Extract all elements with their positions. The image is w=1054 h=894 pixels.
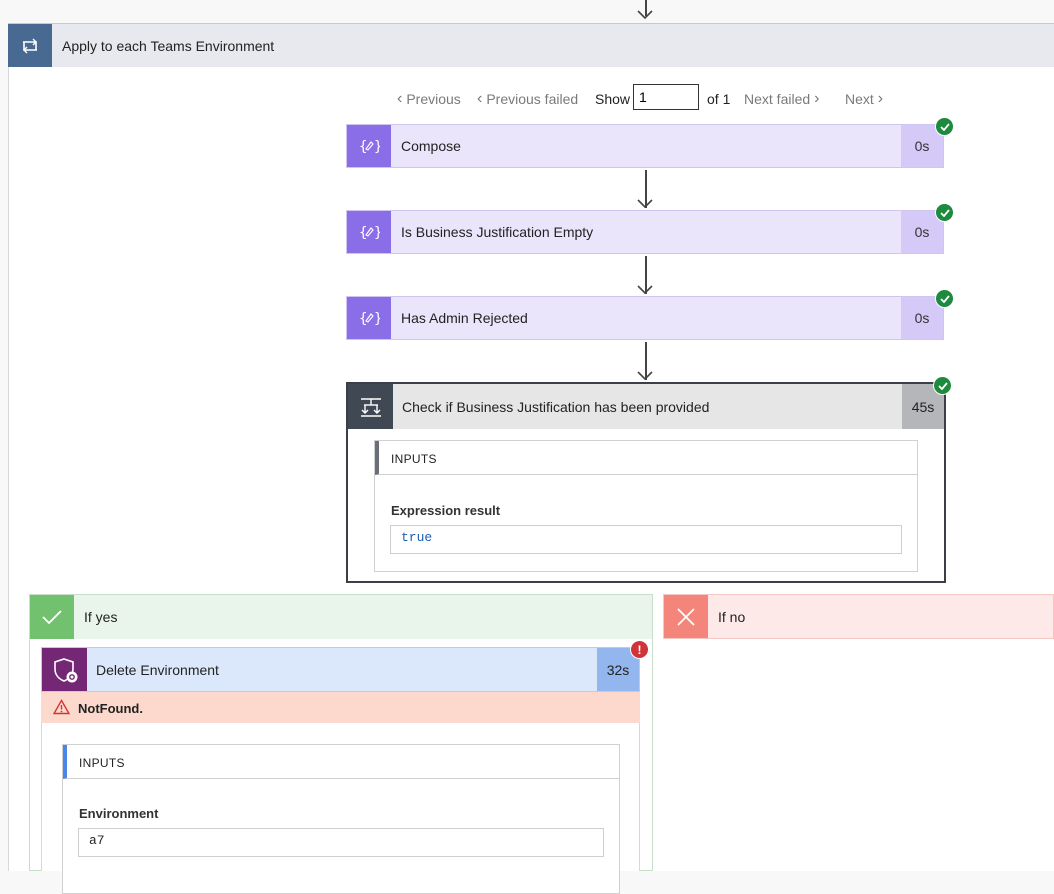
svg-text:{: { <box>359 139 367 155</box>
error-status-icon: ! <box>630 640 649 659</box>
delete-inputs-panel: INPUTS Environment a7 <box>62 744 620 894</box>
page-number-input[interactable] <box>633 84 699 110</box>
arrow-down-icon <box>637 285 653 295</box>
branch-if-no[interactable]: If no <box>663 594 1054 639</box>
condition-title: Check if Business Justification has been… <box>402 399 710 415</box>
error-banner: NotFound. <box>41 692 640 723</box>
action-has-admin-rejected[interactable]: {} Has Admin Rejected 0s <box>346 296 944 340</box>
chevron-right-icon: › <box>814 90 820 107</box>
expression-result-label: Expression result <box>391 503 501 518</box>
chevron-left-icon: ‹ <box>477 90 483 107</box>
pager-of-total: of 1 <box>707 86 730 112</box>
condition-header[interactable]: Check if Business Justification has been… <box>348 384 944 429</box>
connector <box>645 256 647 294</box>
pager-next[interactable]: Next › <box>845 86 887 112</box>
condition-inputs-panel: INPUTS Expression result true <box>374 440 918 572</box>
compose-icon: {} <box>347 125 391 167</box>
arrow-down-icon <box>637 199 653 209</box>
branch-yes-header[interactable]: If yes <box>30 595 652 639</box>
pager-previous-failed-label: Previous failed <box>486 91 579 107</box>
action-delete-environment[interactable]: Delete Environment 32s <box>41 647 640 692</box>
action-title: Compose <box>401 138 461 154</box>
svg-text:}: } <box>374 139 380 155</box>
inputs-header: INPUTS <box>63 745 619 779</box>
pager-show-text: Show <box>595 91 631 107</box>
pager-previous[interactable]: ‹ Previous <box>397 86 461 112</box>
connector <box>645 170 647 208</box>
svg-text:{: { <box>359 311 367 327</box>
pager-next-failed[interactable]: Next failed › <box>744 86 823 112</box>
chevron-left-icon: ‹ <box>397 90 403 107</box>
connector-top <box>645 0 647 16</box>
arrow-down-icon <box>637 10 653 20</box>
branch-yes-label: If yes <box>84 609 118 625</box>
warning-icon <box>53 699 70 715</box>
success-check-icon <box>935 117 954 136</box>
error-message: NotFound. <box>78 701 143 716</box>
loop-icon <box>8 24 52 68</box>
action-title: Has Admin Rejected <box>401 310 528 326</box>
condition-card[interactable]: Check if Business Justification has been… <box>346 382 946 583</box>
environment-value[interactable]: a7 <box>78 828 604 857</box>
expression-result-value[interactable]: true <box>390 525 902 554</box>
inputs-header: INPUTS <box>375 441 917 475</box>
admin-shield-icon <box>42 648 87 691</box>
chevron-right-icon: › <box>877 90 884 107</box>
action-title: Is Business Justification Empty <box>401 224 594 240</box>
pager-previous-failed[interactable]: ‹ Previous failed <box>477 86 578 112</box>
success-check-icon <box>935 289 954 308</box>
pager-show-label: Show <box>595 86 630 112</box>
svg-text:}: } <box>374 311 380 327</box>
connector <box>645 342 647 380</box>
success-check-icon <box>935 203 954 222</box>
pager-previous-label: Previous <box>406 91 461 107</box>
condition-icon <box>348 384 393 429</box>
success-check-icon <box>933 376 952 395</box>
branch-no-label: If no <box>718 609 746 625</box>
pager-next-failed-label: Next failed <box>744 91 811 107</box>
loop-title: Apply to each Teams Environment <box>62 38 275 54</box>
loop-header[interactable]: Apply to each Teams Environment <box>8 23 1054 68</box>
pager-of-total-text: of 1 <box>707 91 731 107</box>
pager-next-label: Next <box>845 91 874 107</box>
arrow-down-icon <box>637 371 653 381</box>
svg-text:}: } <box>374 225 380 241</box>
compose-icon: {} <box>347 297 391 339</box>
check-icon <box>30 595 74 639</box>
delete-action-body: INPUTS Environment a7 <box>41 723 640 894</box>
action-is-business-justification-empty[interactable]: {} Is Business Justification Empty 0s <box>346 210 944 254</box>
compose-icon: {} <box>347 211 391 253</box>
svg-text:{: { <box>359 225 367 241</box>
close-icon <box>664 595 708 638</box>
environment-label: Environment <box>79 806 159 821</box>
action-title: Delete Environment <box>96 662 219 678</box>
action-compose[interactable]: {} Compose 0s <box>346 124 944 168</box>
